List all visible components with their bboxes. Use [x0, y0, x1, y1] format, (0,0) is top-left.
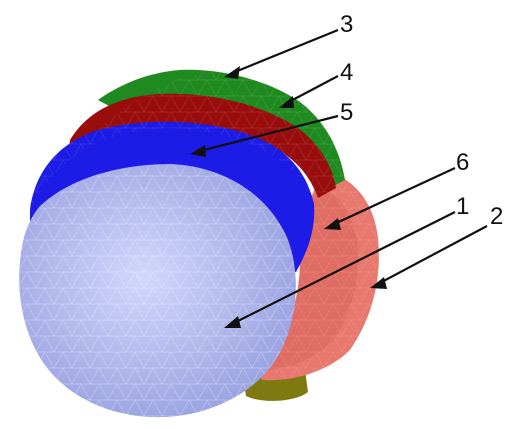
- label-4: 4: [340, 59, 353, 86]
- mesh-overlay-front: [19, 164, 296, 417]
- leader-line-4: [279, 76, 338, 108]
- label-3: 3: [340, 11, 353, 38]
- label-5: 5: [340, 99, 353, 126]
- leader-line-2: [370, 226, 487, 289]
- label-2: 2: [490, 203, 503, 230]
- leader-line-3: [224, 30, 338, 79]
- label-6: 6: [456, 149, 469, 176]
- label-1: 1: [456, 193, 469, 220]
